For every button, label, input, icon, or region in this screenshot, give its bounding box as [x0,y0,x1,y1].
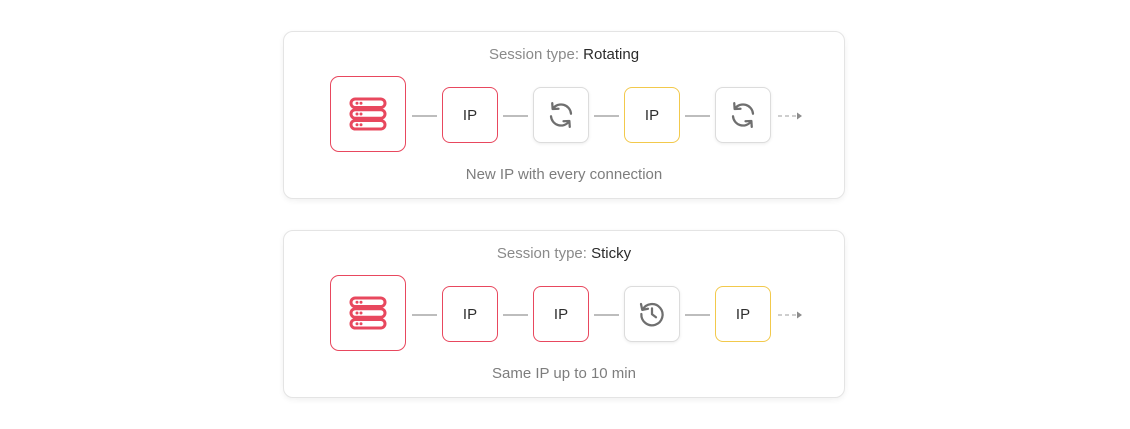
ip-node: IP [442,87,498,143]
continuation-arrow-icon [778,112,802,120]
server-icon [349,97,387,131]
ip-label: IP [553,305,569,323]
server-node [330,76,406,152]
refresh-icon [731,102,755,128]
history-icon [639,302,664,327]
continuation-arrow-icon [778,311,802,319]
connector-line [594,115,619,117]
ip-label: IP [735,305,751,323]
refresh-node [533,87,589,143]
ip-node-active: IP [624,87,680,143]
rotating-session-card: Session type: Rotating IP IP [283,31,845,199]
rotating-caption: New IP with every connection [465,166,663,183]
sticky-session-card: Session type: Sticky IP IP IP Same IP up… [283,230,845,398]
sticky-session-title: Session type: Sticky [284,245,844,262]
connector-line [503,314,528,316]
rotating-session-title: Session type: Rotating [284,46,844,63]
history-node [624,286,680,342]
connector-line [685,115,710,117]
connector-line [412,115,437,117]
ip-label: IP [644,106,660,124]
connector-line [503,115,528,117]
ip-label: IP [462,305,478,323]
server-icon [349,296,387,330]
connector-line [412,314,437,316]
refresh-node [715,87,771,143]
server-node [330,275,406,351]
sticky-caption: Same IP up to 10 min [492,365,636,382]
ip-label: IP [462,106,478,124]
session-type-value: Sticky [591,245,632,262]
ip-node: IP [442,286,498,342]
title-prefix: Session type: [496,245,592,262]
connector-line [594,314,619,316]
ip-node: IP [533,286,589,342]
refresh-icon [549,102,573,128]
session-type-value: Rotating [583,46,640,63]
connector-line [685,314,710,316]
title-prefix: Session type: [488,46,584,63]
ip-node-active: IP [715,286,771,342]
